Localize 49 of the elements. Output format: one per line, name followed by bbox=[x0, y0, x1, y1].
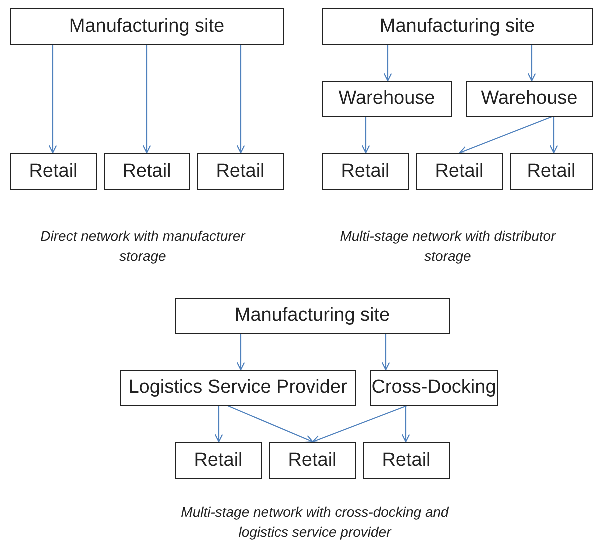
box-label: Retail bbox=[122, 160, 172, 182]
process-box bbox=[466, 81, 593, 117]
box-label: Manufacturing site bbox=[234, 305, 390, 327]
arrow bbox=[384, 45, 392, 82]
box-label: Retail bbox=[341, 160, 390, 182]
process-box bbox=[322, 8, 593, 45]
box-label: Retail bbox=[194, 450, 243, 472]
process-box bbox=[104, 153, 190, 190]
box-label: Cross-Docking bbox=[372, 377, 496, 399]
arrow bbox=[312, 405, 408, 444]
process-box bbox=[269, 442, 356, 479]
process-box bbox=[10, 8, 284, 45]
process-box bbox=[175, 298, 450, 334]
arrow bbox=[236, 45, 246, 154]
arrow bbox=[402, 406, 410, 443]
process-box bbox=[416, 153, 503, 190]
process-box bbox=[510, 153, 593, 190]
box-label: Manufacturing site bbox=[69, 16, 225, 38]
process-box bbox=[363, 442, 450, 479]
arrow bbox=[228, 406, 314, 444]
arrow bbox=[236, 334, 246, 371]
box-label: Retail bbox=[382, 450, 431, 472]
network-caption: Multi-stage network with cross-docking and logistics service provider bbox=[180, 503, 450, 540]
box-label: Warehouse bbox=[481, 88, 578, 110]
box-label: Retail bbox=[527, 160, 576, 182]
process-box bbox=[10, 153, 97, 190]
box-label: Retail bbox=[29, 160, 78, 182]
arrow bbox=[142, 45, 152, 154]
arrow bbox=[362, 117, 370, 154]
arrow bbox=[214, 406, 224, 443]
network-caption: Multi-stage network with distributor storage bbox=[339, 227, 558, 266]
arrow bbox=[528, 45, 536, 82]
process-box bbox=[322, 153, 409, 190]
process-box bbox=[322, 81, 452, 117]
box-label: Retail bbox=[216, 160, 265, 182]
arrow bbox=[48, 45, 58, 154]
arrow bbox=[459, 116, 552, 154]
box-label: Logistics Service Provider bbox=[128, 377, 348, 399]
box-label: Manufacturing site bbox=[380, 16, 536, 38]
arrow bbox=[550, 117, 558, 154]
box-label: Warehouse bbox=[338, 88, 436, 110]
arrow bbox=[382, 334, 390, 371]
process-box bbox=[370, 370, 498, 406]
box-label: Retail bbox=[288, 450, 337, 472]
network-caption: Direct network with manufacturer storage bbox=[40, 227, 247, 266]
box-label: Retail bbox=[435, 160, 484, 182]
process-box bbox=[197, 153, 284, 190]
process-box bbox=[175, 442, 262, 479]
process-box bbox=[120, 370, 356, 406]
